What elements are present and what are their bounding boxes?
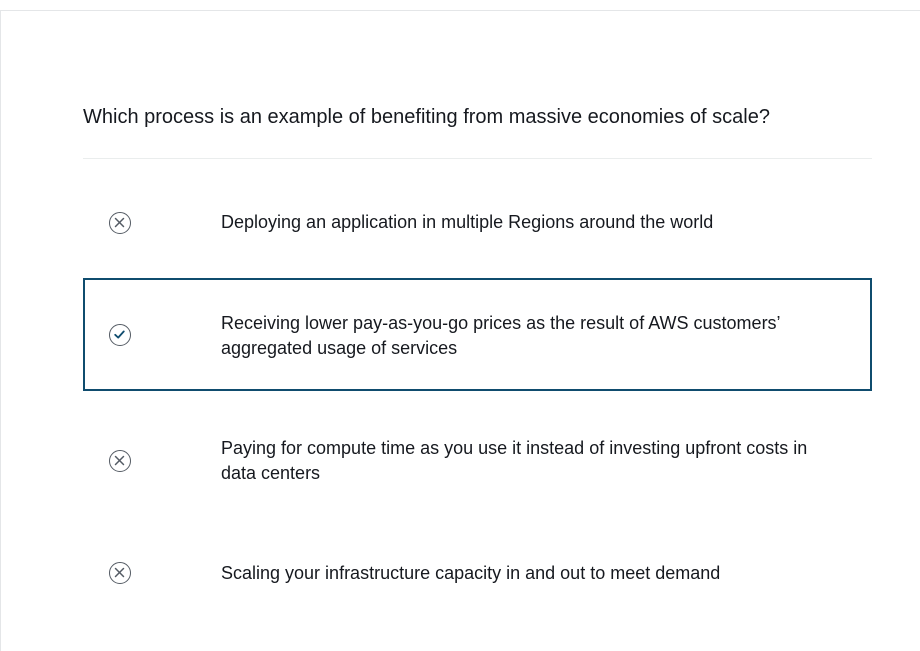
check-circle-icon: [109, 324, 131, 346]
answer-option-1[interactable]: Deploying an application in multiple Reg…: [83, 185, 872, 261]
frame-top-border: [0, 10, 920, 11]
answer-option-3[interactable]: Paying for compute time as you use it in…: [83, 408, 872, 508]
frame-left-border: [0, 10, 1, 651]
answer-option-text: Paying for compute time as you use it in…: [221, 438, 808, 483]
question-divider: [83, 158, 872, 159]
x-circle-icon: [109, 562, 131, 584]
answer-option-text: Receiving lower pay-as-you-go prices as …: [221, 313, 780, 358]
answer-option-4[interactable]: Scaling your infrastructure capacity in …: [83, 528, 872, 618]
answer-option-text: Deploying an application in multiple Reg…: [221, 212, 714, 232]
x-circle-icon: [109, 450, 131, 472]
answer-option-text: Scaling your infrastructure capacity in …: [221, 563, 721, 583]
x-circle-icon: [109, 212, 131, 234]
question-text: Which process is an example of benefitin…: [83, 106, 770, 128]
answer-option-2-selected[interactable]: Receiving lower pay-as-you-go prices as …: [83, 278, 872, 391]
